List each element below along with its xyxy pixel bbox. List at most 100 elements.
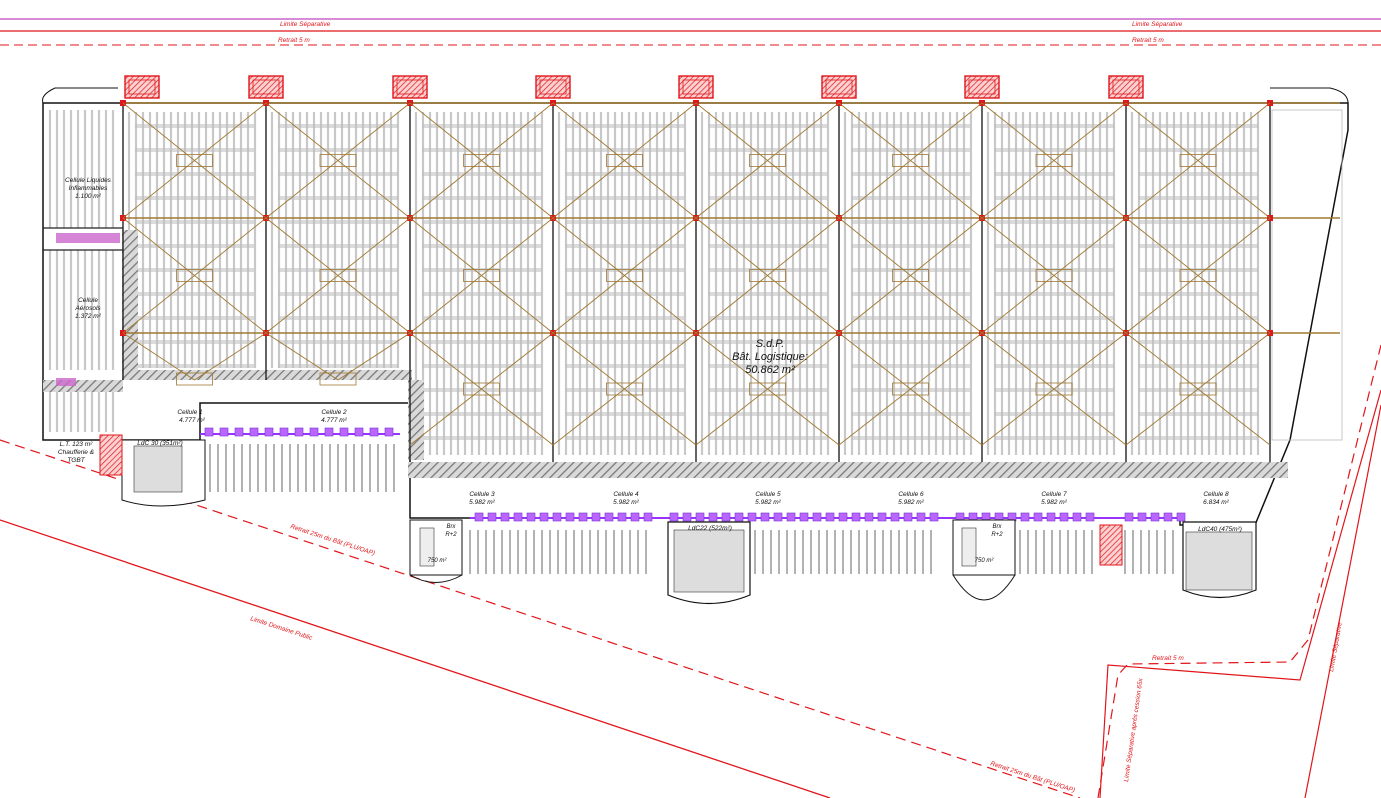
rack-aisle [565,148,684,152]
side-cell-3-line-2: Chaufferie & [58,449,94,456]
cell-4-area: 5.982 m² [613,499,639,506]
retrait-25m-right-label: Retrait 25m du Bât (PLU/OAP) [989,760,1075,794]
office-right-line-1: Brx [993,524,1003,530]
smoke-vent [124,75,160,99]
dock-door [916,512,926,522]
dock-door [513,512,523,522]
smoke-vent [682,79,710,95]
rack-aisle [135,268,254,272]
truss-diagonal [552,102,697,219]
dock-door [369,427,379,437]
rack-aisle [422,388,541,392]
rack-aisle [1138,340,1258,344]
rack-aisle [708,124,827,128]
rack-aisle [708,220,827,224]
rack-aisle [994,268,1114,272]
smoke-vent [535,75,571,99]
rack-aisle [708,364,827,368]
rack-aisle [851,148,970,152]
rack-aisle [1138,436,1258,440]
dock-door [604,512,614,522]
limite-separative-vertical-label: Limite Séparative [1328,621,1344,672]
rack-aisle [994,172,1114,176]
rack-aisle [422,172,541,176]
cell-2-area: 4.777 m² [321,417,347,424]
rack-aisle [278,172,398,176]
cell-7-name: Cellule 7 [1041,491,1067,498]
truss-frame [1179,154,1217,167]
dock-door [339,427,349,437]
rack-aisle [278,316,398,320]
truss-diagonal [409,332,554,446]
rack-bay [1271,109,1343,441]
cell-6-area: 5.982 m² [898,499,924,506]
smoke-vent [392,75,428,99]
roof-truss-lines [122,102,1271,446]
side-cell-3-line-1: L.T. 123 m² [60,441,93,448]
smoke-vent [248,75,284,99]
smoke-vent [825,79,853,95]
cell-3-name: Cellule 3 [469,491,495,498]
truss-diagonal [838,332,983,446]
dock-door [864,512,874,522]
cell-1-name: Cellule 1 [177,409,203,416]
truss-diagonal [194,332,267,381]
loading-docks [200,427,1186,522]
cell-1-area: 4.777 m² [179,417,205,424]
rack-aisle [565,364,684,368]
truss-frame [319,154,357,167]
dock-door [294,427,304,437]
truss-frame [463,269,500,282]
truss-frame [463,154,500,167]
smoke-vent [1108,75,1144,99]
rack-aisle [135,364,254,368]
truss-frame [892,382,929,396]
rack-aisle [565,436,684,440]
dock-door [591,512,601,522]
truss-diagonal [409,102,554,219]
smoke-vent [968,79,996,95]
dock-door [565,512,575,522]
top-boundaries: Limite Séparative Limite Séparative Retr… [0,18,1381,46]
rack-aisle [1138,124,1258,128]
truss-frame [319,372,357,386]
rack-aisle [708,148,827,152]
rack-aisle [1138,412,1258,416]
rack-aisle [422,436,541,440]
storage-racks [48,109,1343,455]
rack-aisle [851,412,970,416]
rack-aisle [851,196,970,200]
rack-aisle [422,196,541,200]
truss-frame [1035,382,1073,396]
dock-door [734,512,744,522]
truss-frame [176,154,213,167]
annex-buildings [99,434,1257,605]
retrait-right-label: Retrait 5 m [1152,655,1184,662]
rack-aisle [994,364,1114,368]
rack-aisle [994,292,1114,296]
rack-aisle [278,340,398,344]
ldc30-label: LdC 30 (351m²) [137,440,183,447]
truss-diagonal [981,102,1127,219]
smoke-vent [678,75,714,99]
rack-aisle [1138,316,1258,320]
dock-door [324,427,334,437]
cell-8-area: 6.834 m² [1203,499,1229,506]
dock-door [249,427,259,437]
dock-door [851,512,861,522]
dock-door [721,512,731,522]
rack-aisle [278,292,398,296]
dock-door [877,512,887,522]
rack-aisle [994,436,1114,440]
dock-door [825,512,835,522]
limite-separative-right-label: Limite Séparative [1132,21,1183,28]
truss-diagonal [265,102,411,219]
rack-aisle [422,220,541,224]
dock-door [643,512,653,522]
rack-aisle [708,436,827,440]
truss-frame [606,154,643,167]
limite-domaine-public-label: Limite Domaine Public [249,615,313,642]
truss-frame [749,154,786,167]
dock-door [1046,512,1056,522]
rack-aisle [278,268,398,272]
